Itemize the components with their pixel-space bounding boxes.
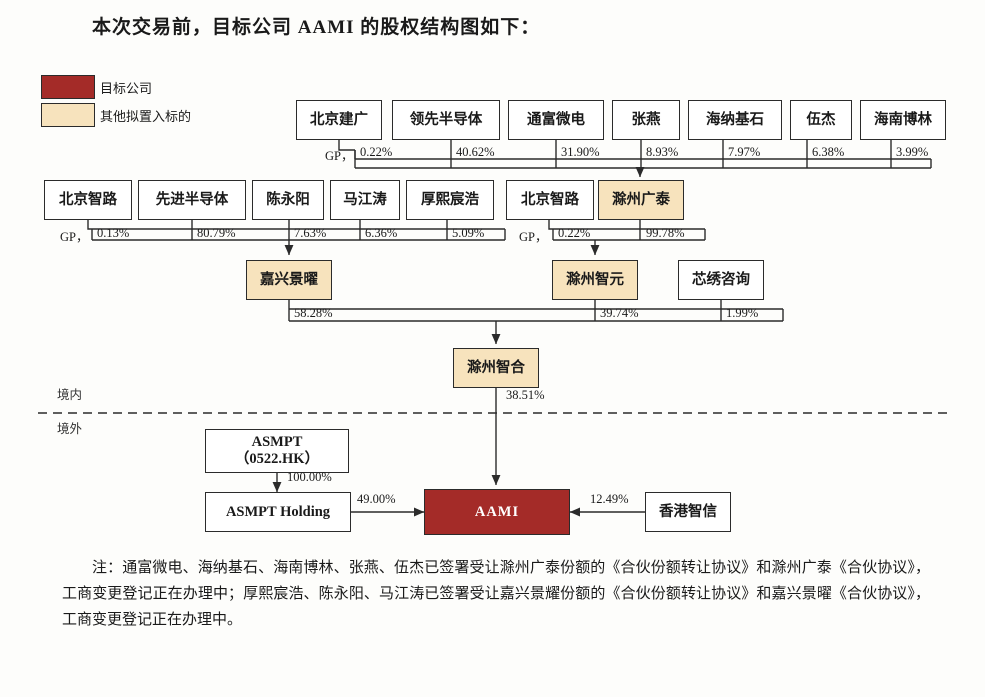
node-chuzhou-guangtai[interactable]: 滁州广泰: [598, 180, 684, 220]
node-tongfu-microelectronics[interactable]: 通富微电: [508, 100, 604, 140]
pct-beijing-zhilu-a-gp: GP，: [60, 230, 89, 244]
pct-chen-yongyang: 7.63%: [294, 226, 327, 240]
node-xinxiu-consulting[interactable]: 芯绣咨询: [678, 260, 764, 300]
legend-label-other-assets: 其他拟置入标的: [100, 109, 192, 124]
pct-beijing-jianguang: 0.22%: [360, 145, 393, 159]
node-wu-jie[interactable]: 伍杰: [790, 100, 852, 140]
node-chuzhou-zhiyuan[interactable]: 滁州智元: [552, 260, 638, 300]
pct-xinxiu-consulting: 1.99%: [726, 306, 759, 320]
pct-haina-jishi: 7.97%: [728, 145, 761, 159]
label-overseas: 境外: [57, 422, 83, 436]
pct-beijing-jianguang-gp: GP，: [325, 149, 354, 163]
pct-chuzhou-guangtai: 99.78%: [646, 226, 685, 240]
pct-beijing-zhilu-a: 0.13%: [97, 226, 130, 240]
page-title: 本次交易前，目标公司 AAMI 的股权结构图如下：: [92, 17, 541, 38]
node-chuzhou-zhihe[interactable]: 滁州智合: [453, 348, 539, 388]
pct-zhang-yan: 8.93%: [646, 145, 679, 159]
pct-xianjin-semiconductor: 80.79%: [197, 226, 236, 240]
node-zhang-yan[interactable]: 张燕: [612, 100, 680, 140]
node-houxi-chenhao[interactable]: 厚熙宸浩: [406, 180, 494, 220]
node-chen-yongyang[interactable]: 陈永阳: [252, 180, 324, 220]
pct-hainan-bolin: 3.99%: [896, 145, 929, 159]
node-asmpt-line2: （0522.HK）: [234, 451, 320, 467]
pct-hk-zhixin-to-aami: 12.49%: [590, 492, 629, 506]
node-hainan-bolin[interactable]: 海南博林: [860, 100, 946, 140]
pct-beijing-zhilu-b-gp: GP，: [519, 230, 548, 244]
node-aami[interactable]: AAMI: [424, 489, 570, 535]
legend-label-target-company: 目标公司: [100, 81, 153, 96]
node-haina-jishi[interactable]: 海纳基石: [688, 100, 782, 140]
pct-jiaxing-jingyao: 58.28%: [294, 306, 333, 320]
node-lingxian-semiconductor[interactable]: 领先半导体: [392, 100, 500, 140]
node-beijing-jianguang[interactable]: 北京建广: [296, 100, 382, 140]
pct-beijing-zhilu-b: 0.22%: [558, 226, 591, 240]
pct-lingxian-semiconductor: 40.62%: [456, 145, 495, 159]
node-jiaxing-jingyao[interactable]: 嘉兴景曜: [246, 260, 332, 300]
node-asmpt-line1: ASMPT: [251, 434, 303, 451]
pct-tongfu-microelectronics: 31.90%: [561, 145, 600, 159]
node-beijing-zhilu-a[interactable]: 北京智路: [44, 180, 132, 220]
node-hk-zhixin[interactable]: 香港智信: [645, 492, 731, 532]
pct-holding-to-aami: 49.00%: [357, 492, 396, 506]
node-xianjin-semiconductor[interactable]: 先进半导体: [138, 180, 246, 220]
pct-chuzhou-zhiyuan: 39.74%: [600, 306, 639, 320]
pct-wu-jie: 6.38%: [812, 145, 845, 159]
legend-swatch-other-assets: [41, 103, 95, 127]
pct-ma-jiangtao: 6.36%: [365, 226, 398, 240]
legend-swatch-target-company: [41, 75, 95, 99]
node-ma-jiangtao[interactable]: 马江涛: [330, 180, 400, 220]
node-beijing-zhilu-b[interactable]: 北京智路: [506, 180, 594, 220]
pct-chuzhou-zhihe-to-aami: 38.51%: [506, 388, 545, 402]
pct-asmpt-to-holding: 100.00%: [287, 470, 332, 484]
pct-houxi-chenhao: 5.09%: [452, 226, 485, 240]
label-domestic: 境内: [57, 388, 83, 402]
footnote: 注：通富微电、海纳基石、海南博林、张燕、伍杰已签署受让滁州广泰份额的《合伙份额转…: [62, 560, 930, 628]
node-asmpt[interactable]: ASMPT （0522.HK）: [205, 429, 349, 473]
node-asmpt-holding[interactable]: ASMPT Holding: [205, 492, 351, 532]
